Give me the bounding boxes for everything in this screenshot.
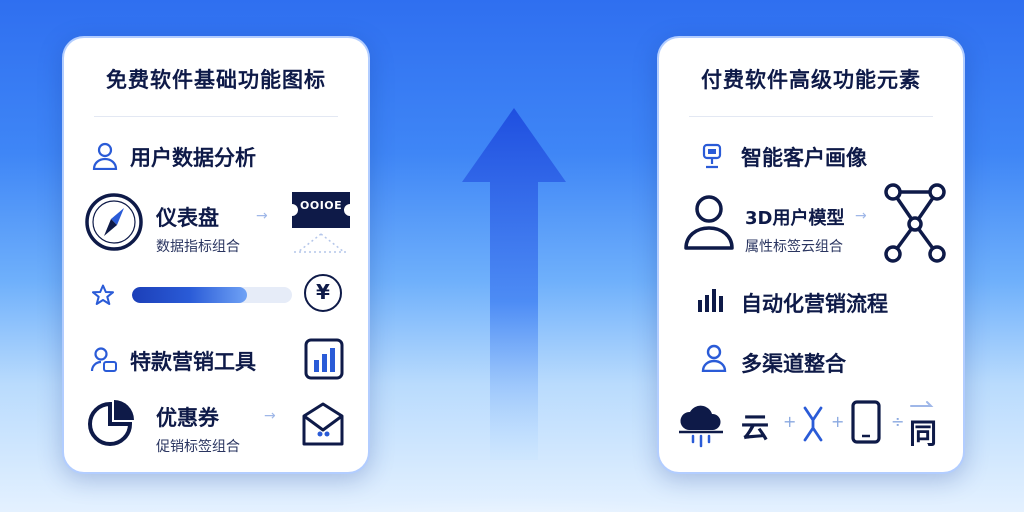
model-3d-title: 3D用户模型 [745, 208, 845, 229]
mobile-phone-icon [851, 400, 881, 444]
divider [94, 116, 338, 117]
user-tag-icon [90, 346, 118, 374]
star-icon [92, 284, 114, 306]
multichannel-label: 多渠道整合 [741, 352, 846, 376]
ticket-text: OOIOE [300, 199, 343, 212]
free-card-title: 免费软件基础功能图标 [106, 68, 326, 92]
user-avatar-icon [683, 194, 735, 252]
person-icon [701, 344, 727, 372]
auto-flow-label: 自动化营销流程 [741, 292, 888, 316]
cloud-glyph: 云 [741, 411, 770, 444]
user-analysis-label: 用户数据分析 [130, 146, 256, 170]
same-glyph: 同 [909, 417, 938, 450]
dashboard-subtitle: 数据指标组合 [156, 239, 240, 255]
upgrade-arrow-icon [462, 108, 566, 460]
paid-features-card: 付费软件高级功能元素 智能客户画像 3D用户模型 属性标签云组合 → 自动化营销… [657, 36, 965, 474]
paid-card-title: 付费软件高级功能元素 [701, 68, 921, 92]
promo-tool-label: 特款营销工具 [130, 350, 256, 374]
plus-icon: + [831, 412, 845, 431]
coupon-subtitle: 促销标签组合 [156, 439, 240, 455]
plus-icon: + [783, 412, 797, 431]
divider [689, 116, 933, 117]
progress-bar [132, 287, 292, 303]
arrow-right-icon: → [256, 208, 268, 224]
fork-icon [799, 404, 827, 444]
currency-icon: ¥ [304, 274, 342, 312]
user-icon [92, 142, 118, 170]
arrow-right-icon: → [855, 208, 867, 224]
divide-icon: ÷ [891, 412, 905, 431]
free-features-card: 免费软件基础功能图标 用户数据分析 仪表盘 数据指标组合 → OOIOE ¥ 特… [62, 36, 370, 474]
smart-profile-label: 智能客户画像 [741, 146, 867, 170]
model-3d-subtitle: 属性标签云组合 [745, 239, 843, 255]
pie-chart-icon [86, 400, 134, 448]
envelope-icon [300, 400, 346, 448]
ticket-icon [290, 190, 352, 230]
progress-fill [132, 287, 248, 303]
compass-icon [84, 192, 144, 252]
trophy-icon [699, 142, 725, 170]
dotted-connector-icon [292, 232, 350, 254]
signal-bars-icon [697, 286, 727, 312]
coupon-title: 优惠券 [156, 406, 219, 430]
dashboard-title: 仪表盘 [156, 206, 219, 230]
arrow-right-icon: → [264, 408, 276, 424]
bar-chart-icon [304, 338, 344, 380]
cloud-rain-icon [677, 400, 725, 448]
swap-arrows-icon [909, 400, 939, 412]
network-graph-icon [883, 182, 947, 266]
